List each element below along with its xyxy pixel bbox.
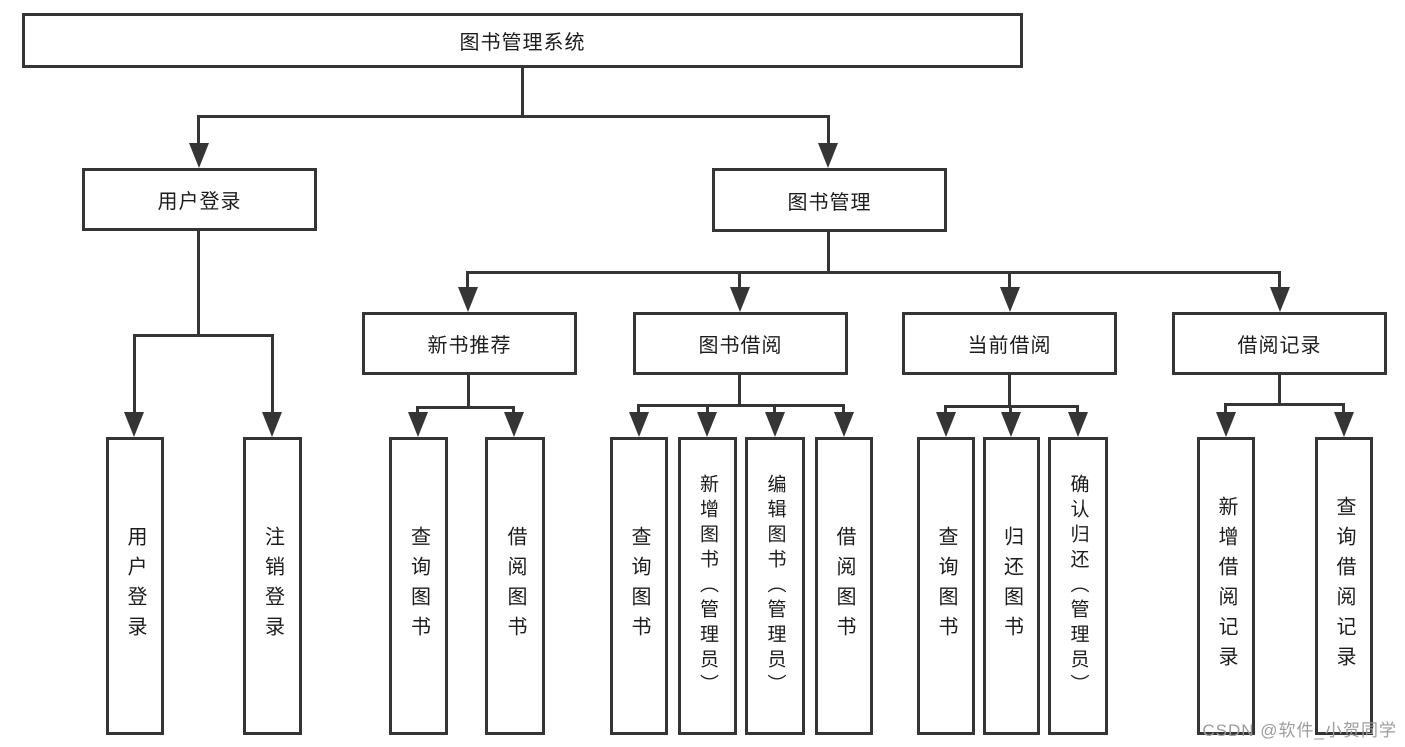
connector-line [271,336,274,414]
leaf-label: 借阅图书 [833,526,855,646]
arrow-down-icon [1068,412,1088,437]
connector-line [944,405,1079,408]
leaf-query-books-borrowing: 查询图书 [610,437,668,735]
leaf-label: 归还图书 [1000,526,1023,646]
arrow-down-icon [1270,287,1290,312]
leaf-query-books-recommend: 查询图书 [389,437,448,735]
node-current-borrowing: 当前借阅 [902,312,1117,375]
connector-line [1008,273,1011,289]
leaf-label: 查询图书 [628,526,650,646]
connector-line [416,406,515,409]
arrow-down-icon [262,412,282,437]
connector-line [827,117,830,145]
leaf-logout: 注销登录 [243,437,302,735]
arrow-down-icon [697,412,717,437]
csdn-watermark: CSDN @软件_小贺同学 [1202,721,1397,740]
node-book-borrowing: 图书借阅 [633,312,848,375]
arrow-down-icon [124,412,144,437]
connector-line [738,273,741,289]
connector-line [1224,403,1345,406]
node-label: 用户登录 [157,191,242,213]
leaf-add-borrow-record: 新增借阅记录 [1197,437,1255,735]
leaf-add-books-admin: 新增图书（管理员） [678,437,737,735]
connector-line [197,117,200,145]
leaf-label: 查询图书 [407,526,430,646]
leaf-return-books: 归还图书 [983,437,1040,735]
leaf-confirm-return-admin: 确认归还（管理员） [1048,437,1108,735]
leaf-label: 查询借阅记录 [1333,496,1355,676]
connector-line [512,408,515,414]
arrow-down-icon [1334,412,1354,437]
connector-line [521,68,524,117]
arrow-down-icon [189,143,209,168]
connector-line [1278,273,1281,289]
arrow-down-icon [1000,287,1020,312]
node-book-management: 图书管理 [712,168,947,232]
node-label: 图书管理 [787,191,872,214]
node-borrowing-records: 借阅记录 [1172,312,1387,375]
arrow-down-icon [730,287,750,312]
connector-line [944,407,947,414]
connector-line [416,408,419,414]
node-label: 图书管理系统 [459,32,586,54]
arrow-down-icon [834,412,854,437]
leaf-label: 注销登录 [261,526,284,646]
arrow-down-icon [936,412,956,437]
leaf-label: 确认归还（管理员） [1067,473,1089,699]
arrow-down-icon [629,412,649,437]
node-label: 当前借阅 [967,335,1052,357]
connector-line [637,406,640,414]
connector-line [133,334,274,337]
connector-line [133,336,136,414]
node-user-login: 用户登录 [82,168,317,231]
connector-line [197,231,200,336]
connector-line [637,404,845,407]
connector-line [827,232,830,273]
connector-line [1076,407,1079,414]
node-library-management-system: 图书管理系统 [22,13,1023,68]
leaf-query-books-current: 查询图书 [917,437,975,735]
leaf-label: 新增借阅记录 [1215,496,1237,676]
leaf-borrow-books-recommend: 借阅图书 [485,437,545,735]
arrow-down-icon [765,412,785,437]
arrow-down-icon [458,287,478,312]
connector-line [1224,405,1227,414]
node-new-book-recommend: 新书推荐 [362,312,577,375]
leaf-label: 查询图书 [935,526,957,646]
connector-line [1342,405,1345,414]
connector-line [197,115,830,118]
connector-line [1008,375,1011,407]
connector-line [1278,375,1281,405]
leaf-user-login: 用户登录 [106,437,164,735]
leaf-label: 编辑图书（管理员） [764,473,786,699]
connector-line [706,406,709,414]
leaf-label: 借阅图书 [504,526,526,646]
connector-line [738,375,741,406]
connector-line [842,406,845,414]
leaf-borrow-books-borrowing: 借阅图书 [815,437,873,735]
arrow-down-icon [408,412,428,437]
arrow-down-icon [1001,412,1021,437]
leaf-label: 新增图书（管理员） [697,473,718,699]
connector-line [773,406,776,414]
arrow-down-icon [504,412,524,437]
arrow-down-icon [818,143,838,168]
arrow-down-icon [1216,412,1236,437]
leaf-label: 用户登录 [124,526,146,646]
connector-line [1009,407,1012,414]
node-label: 新书推荐 [427,335,512,357]
leaf-edit-books-admin: 编辑图书（管理员） [745,437,805,735]
connector-line [467,375,470,408]
connector-line [466,271,1281,274]
leaf-query-borrow-record: 查询借阅记录 [1315,437,1373,735]
node-label: 图书借阅 [698,335,783,357]
node-label: 借阅记录 [1237,335,1322,357]
connector-line [466,273,469,289]
